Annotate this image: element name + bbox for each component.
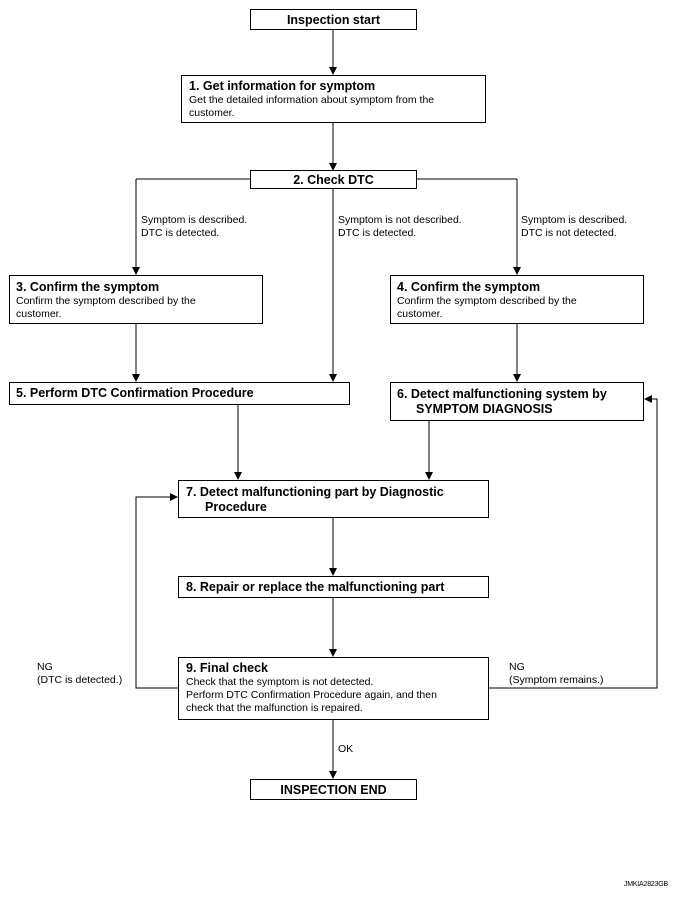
step-1-title: 1. Get information for symptom [189,79,376,93]
ng-label-left: NG (DTC is detected.) [37,661,123,686]
step-3-title: 3. Confirm the symptom [16,280,160,294]
step-3-description: Confirm the symptom described by the cus… [16,295,196,320]
branch-label-left: Symptom is described. DTC is detected. [141,214,248,239]
step-4-description: Confirm the symptom described by the cus… [397,295,577,320]
inspection-start-label: Inspection start [286,12,381,27]
step-6-title: 6. Detect malfunctioning system by SYMPT… [397,387,607,416]
step-1-box: 1. Get information for symptom Get the d… [181,75,486,123]
step-1-description: Get the detailed information about sympt… [189,94,435,119]
branch-label-right: Symptom is described. DTC is not detecte… [521,214,628,239]
step-9-description: Check that the symptom is not detected. … [186,676,437,714]
arrow-ng-loop-left [135,493,178,689]
step-5-box: 5. Perform DTC Confirmation Procedure [9,382,350,405]
ng-label-right: NG (Symptom remains.) [509,661,604,686]
step-8-box: 8. Repair or replace the malfunctioning … [178,576,489,598]
inspection-end-label: INSPECTION END [280,782,387,797]
step-7-title: 7. Detect malfunctioning part by Diagnos… [186,485,444,514]
branch-label-middle: Symptom is not described. DTC is detecte… [338,214,462,239]
step-5-title: 5. Perform DTC Confirmation Procedure [16,386,254,400]
step-2-box: 2. Check DTC [250,170,417,189]
ok-label: OK [338,743,354,755]
step-9-box: 9. Final check Check that the symptom is… [178,657,489,720]
step-8-title: 8. Repair or replace the malfunctioning … [186,580,445,594]
step-9-title: 9. Final check [186,661,268,675]
figure-id: JMKIA2823GB [623,881,668,888]
inspection-start-box: Inspection start [250,9,417,30]
inspection-end-box: INSPECTION END [250,779,417,800]
step-4-title: 4. Confirm the symptom [397,280,541,294]
step-3-box: 3. Confirm the symptom Confirm the sympt… [9,275,263,324]
step-2-title: 2. Check DTC [293,172,374,187]
step-4-box: 4. Confirm the symptom Confirm the sympt… [390,275,644,324]
step-6-box: 6. Detect malfunctioning system by SYMPT… [390,382,644,421]
arrow-ng-loop-right [489,395,658,689]
step-7-box: 7. Detect malfunctioning part by Diagnos… [178,480,489,518]
